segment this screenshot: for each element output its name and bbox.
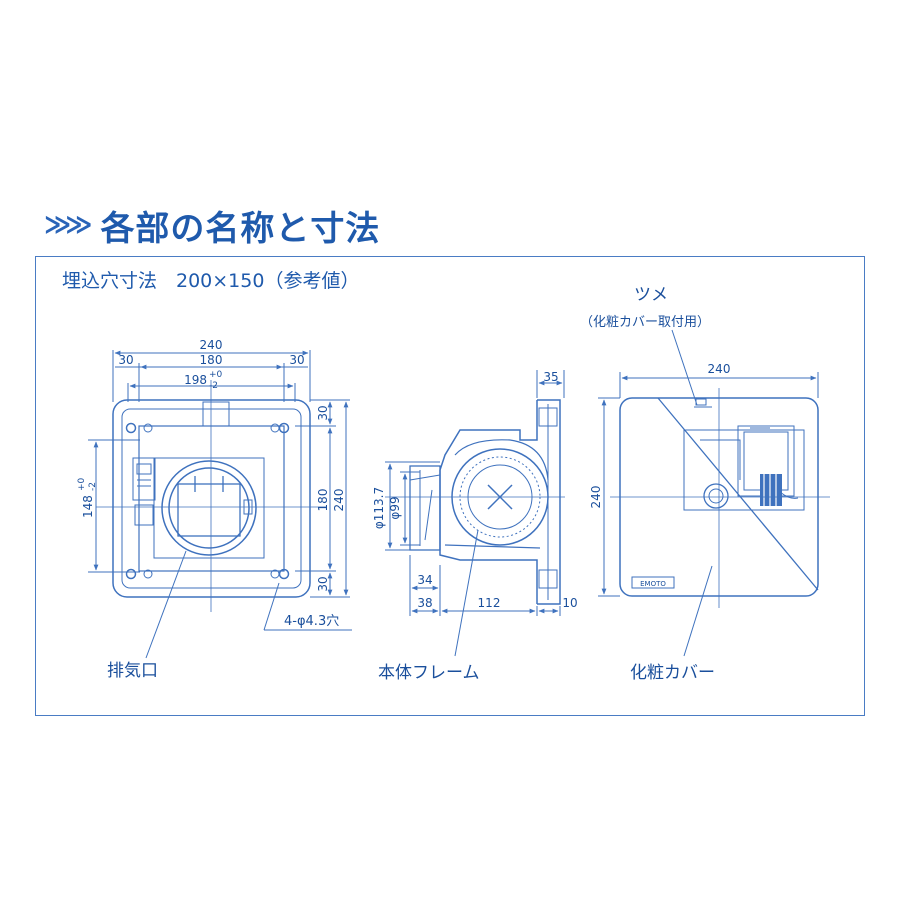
dim-front-top-30: 30 [316,405,330,420]
dim-front-left-30: 30 [118,353,133,367]
dim-side-phi-113-7: φ113.7 [372,487,386,529]
diagram-panel [35,256,865,716]
side-view-labels: 35 φ113.7 φ99 34 38 112 10 本体フレーム [372,370,578,683]
claw-label: ツメ [634,285,668,305]
brand-logo: EMOTO [640,580,666,588]
dim-front-opening-tol-upper: +0 [209,370,223,380]
dim-side-35: 35 [543,370,558,384]
embed-hole-dimension: 埋込穴寸法 200×150（参考値） [62,270,360,292]
front-view-labels: 240 30 180 30 198 +0 -2 30 180 30 240 14… [77,338,346,681]
dim-front-left-tol-lower: -2 [88,482,98,491]
dim-front-width-240: 240 [200,338,223,352]
dim-side-112: 112 [478,596,501,610]
dim-side-phi-99: φ99 [388,496,402,519]
exhaust-port-label: 排気口 [107,661,158,681]
cover-view [598,329,830,657]
side-view [385,370,565,657]
hole-note: 4-φ4.3穴 [284,614,339,629]
dim-front-right-30: 30 [289,353,304,367]
body-frame-label: 本体フレーム [378,663,480,683]
dim-front-inner-180: 180 [200,353,223,367]
dim-front-left-148: 148 [81,495,95,518]
double-chevron-icon: ≫≫ [44,210,93,240]
dim-cover-width-240: 240 [708,362,731,376]
dim-side-38: 38 [417,596,432,610]
claw-note: （化粧カバー取付用） [580,315,710,330]
dim-side-34: 34 [417,573,432,587]
section-title: 各部の名称と寸法 [100,208,381,249]
front-view [88,350,352,659]
dim-cover-height-240: 240 [589,486,603,509]
dim-side-10: 10 [562,596,577,610]
dim-front-inner-height-180: 180 [316,489,330,512]
dim-front-opening-tol-lower: -2 [209,381,218,391]
cover-view-labels: ツメ （化粧カバー取付用） 240 240 EMOTO 化粧カバー [580,285,730,683]
dim-front-opening-198: 198 [184,373,207,387]
dim-front-bottom-30: 30 [316,576,330,591]
dim-front-left-tol-upper: +0 [77,477,87,491]
section-heading: ≫≫ 各部の名称と寸法 [44,202,381,249]
dim-front-height-240: 240 [332,489,346,512]
decorative-cover-label: 化粧カバー [630,663,715,683]
